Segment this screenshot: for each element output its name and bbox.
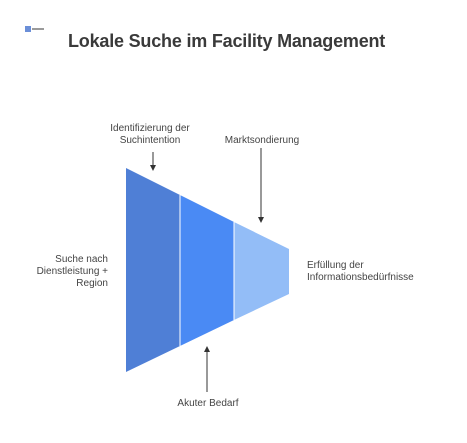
- funnel-segment-2: [180, 195, 234, 346]
- label-line: Marktsondierung: [224, 135, 300, 146]
- label-line: Erfüllung der: [307, 260, 364, 271]
- label-line: Dienstleistung +: [36, 266, 108, 277]
- label-line: Identifizierung der: [110, 123, 190, 134]
- label-line: Akuter Bedarf: [177, 398, 239, 409]
- label-akuter-bedarf: Akuter Bedarf: [158, 398, 258, 410]
- label-line: Suche nach: [55, 254, 108, 265]
- logo-icon: [25, 26, 44, 32]
- label-suche: Suche nach Dienstleistung + Region: [8, 254, 108, 290]
- funnel-segment-3: [234, 222, 289, 320]
- label-line: Suchintention: [119, 135, 181, 146]
- label-line: Region: [76, 278, 108, 289]
- funnel-segment-1: [126, 168, 180, 372]
- page-title: Lokale Suche im Facility Management: [68, 31, 386, 51]
- label-erfuellung: Erfüllung der Informationsbedürfnisse: [307, 260, 457, 284]
- label-identifizierung: Identifizierung der Suchintention: [100, 123, 200, 147]
- label-marktsondierung: Marktsondierung: [217, 135, 307, 147]
- label-line: Informationsbedürfnisse: [307, 272, 414, 283]
